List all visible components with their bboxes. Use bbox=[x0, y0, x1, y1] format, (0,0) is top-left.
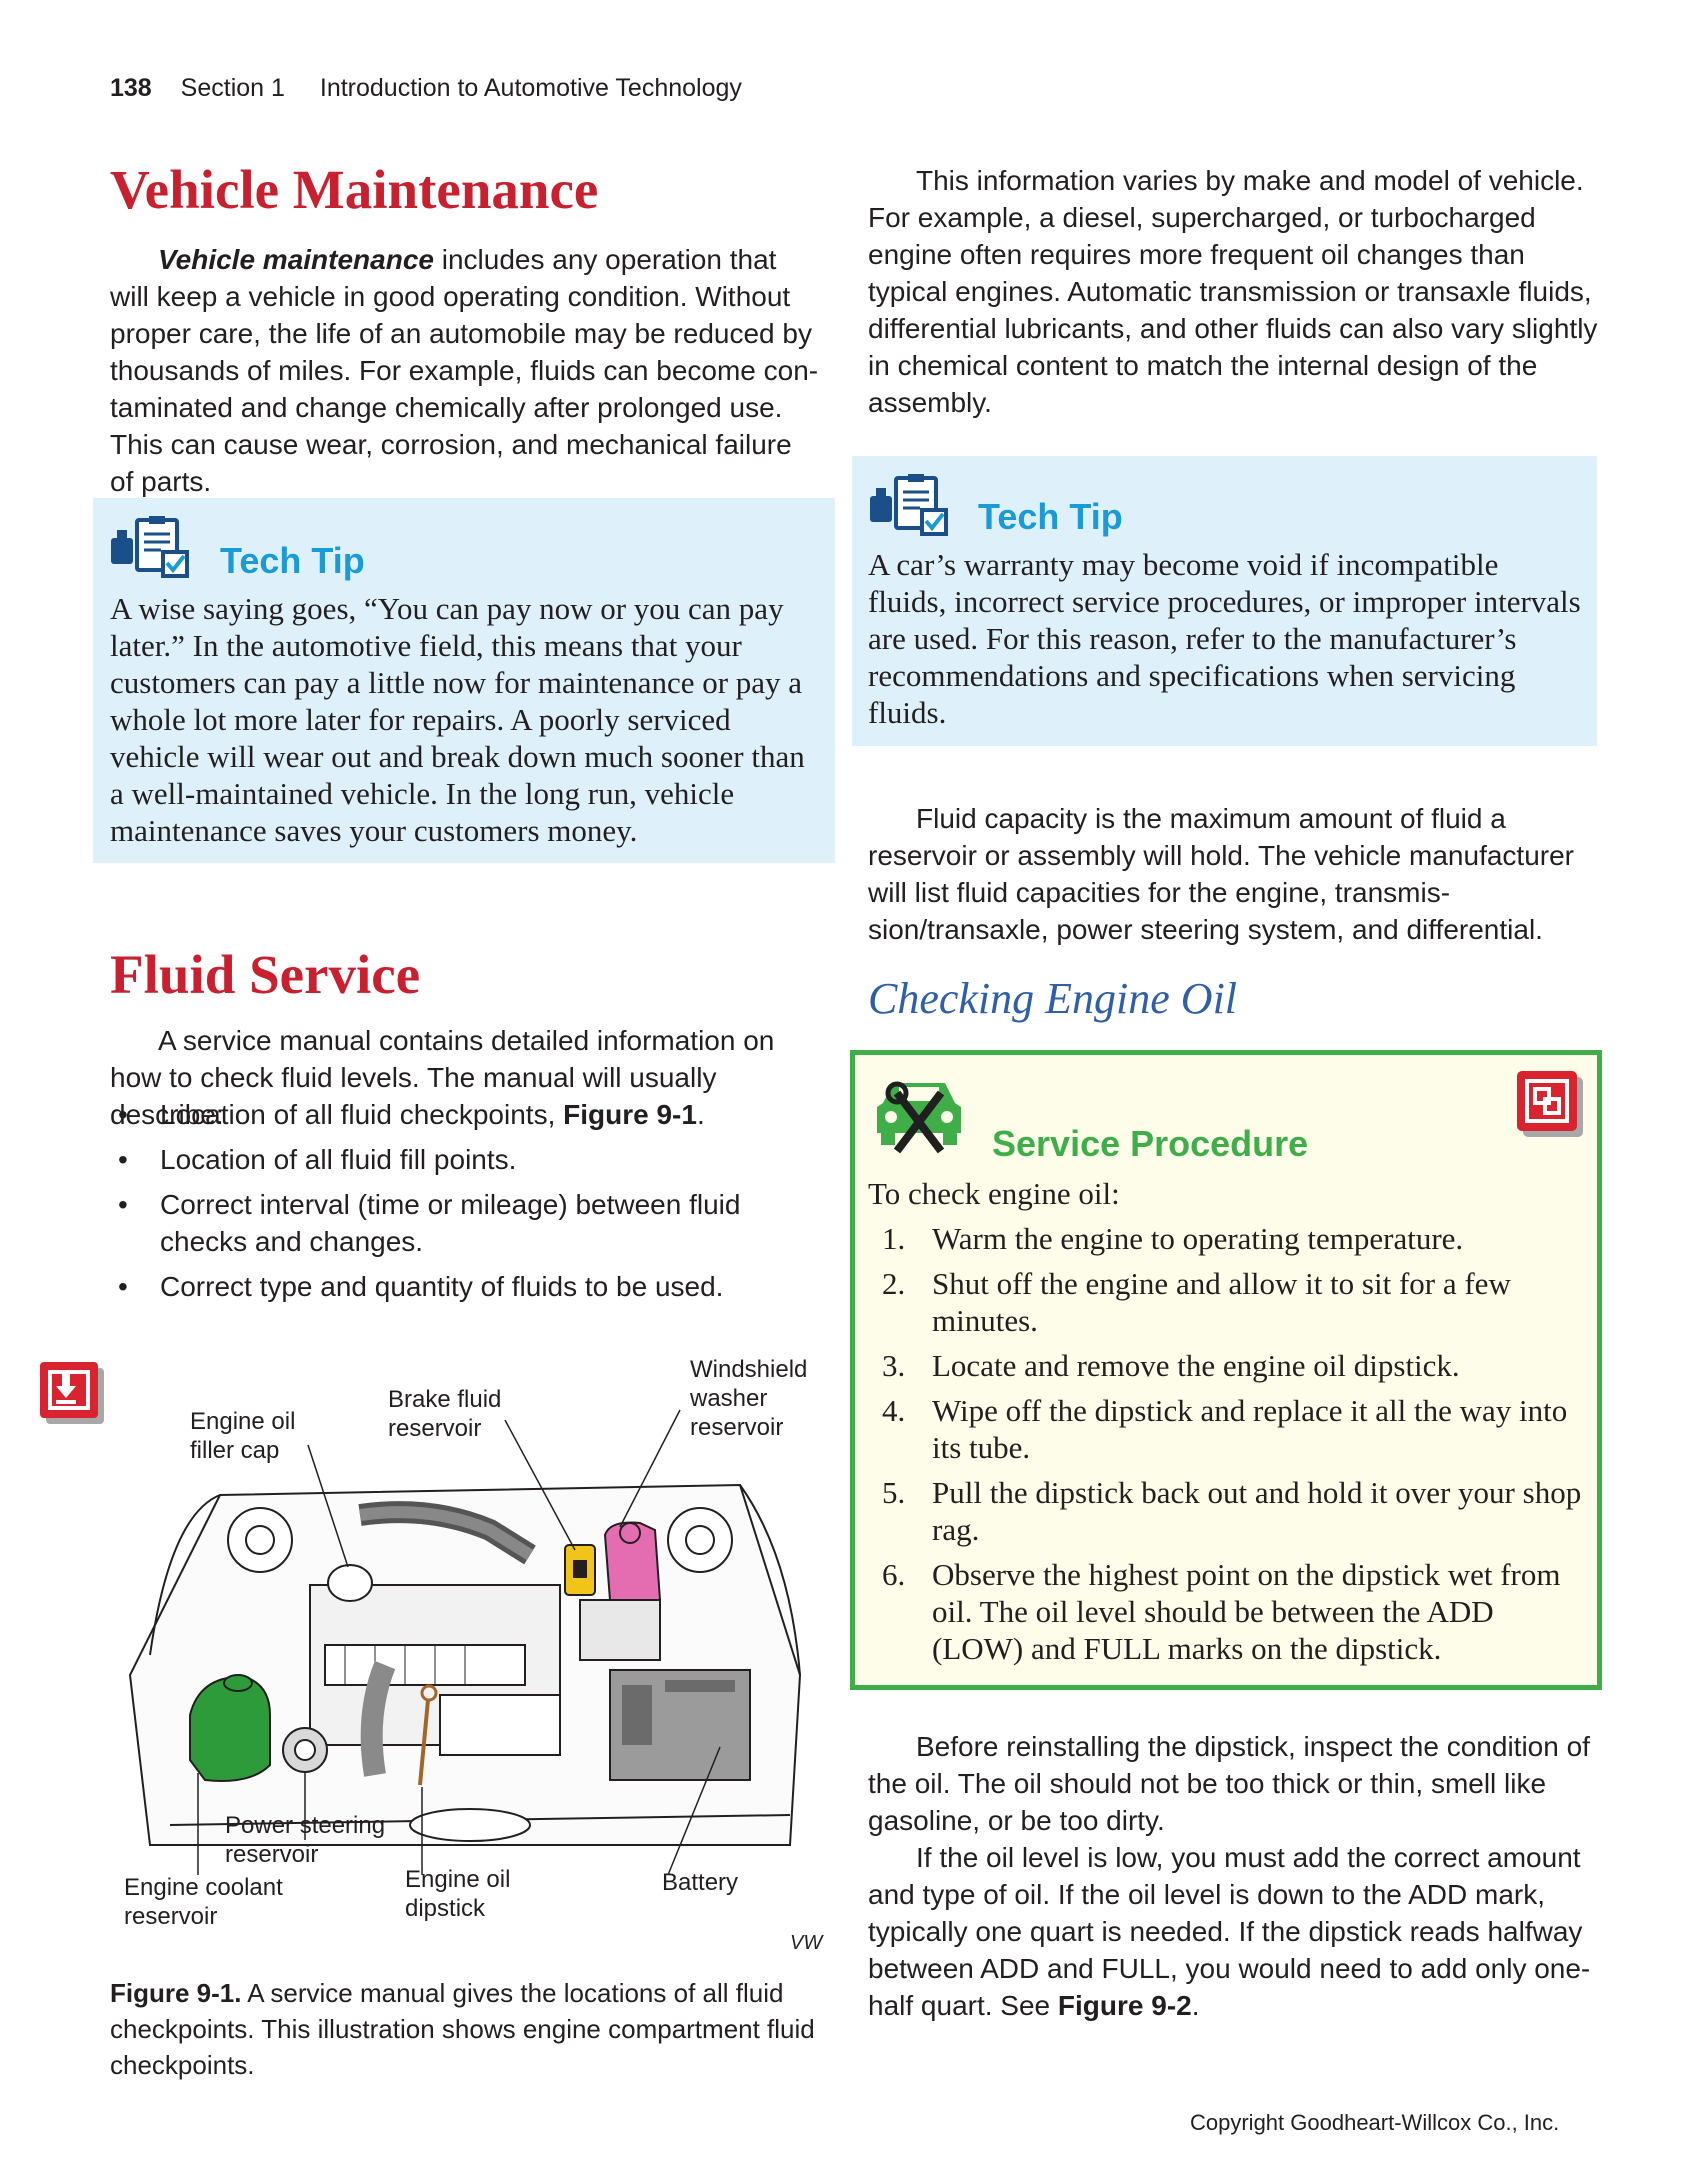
procedure-lead: To check engine oil: bbox=[868, 1176, 1120, 1211]
label-brake-fluid: Brake fluid reservoir bbox=[388, 1386, 502, 1442]
figure-reference[interactable]: Figure 9-2 bbox=[1057, 1990, 1192, 2021]
procedure-step: 5.Pull the dipstick back out and hold it… bbox=[882, 1475, 1582, 1547]
procedure-step: 1.Warm the engine to operating temperatu… bbox=[882, 1221, 1464, 1256]
bullet-list: Location of all fluid checkpoints, Figur… bbox=[110, 1096, 822, 1313]
label-coolant-reservoir: Engine coolant reservoir bbox=[124, 1874, 283, 1930]
list-item: Correct interval (time or mileage) betwe… bbox=[110, 1186, 822, 1260]
page-number: 138 bbox=[110, 74, 152, 102]
add-oil-paragraph: If the oil level is low, you must add th… bbox=[868, 1842, 1591, 2021]
chapter-title: Introduction to Automotive Technology bbox=[319, 74, 742, 102]
label-oil-filler-cap: Engine oil filler cap bbox=[190, 1408, 296, 1464]
tech-tip-body: A wise saying goes, “You can pay now or … bbox=[110, 591, 805, 848]
label-washer-reservoir: Windshield washer reservoir bbox=[690, 1356, 808, 1441]
fluid-capacity-paragraph: Fluid capacity is the maximum amount of … bbox=[868, 803, 1574, 945]
section-heading: Vehicle Maintenance bbox=[110, 159, 599, 220]
link-icon[interactable] bbox=[1515, 1069, 1587, 1146]
service-procedure-box: Service Procedure To check engine oil: 1… bbox=[850, 1050, 1602, 1690]
checklist-icon bbox=[868, 474, 950, 541]
tech-tip-box: Tech Tip A car’s warranty may become voi… bbox=[852, 456, 1597, 746]
tech-tip-box: Tech Tip A wise saying goes, “You can pa… bbox=[93, 498, 835, 863]
inspect-oil-paragraph: Before reinstalling the dipstick, inspec… bbox=[868, 1731, 1590, 1836]
procedure-step: 4.Wipe off the dipstick and replace it a… bbox=[882, 1393, 1568, 1465]
make-model-paragraph: This information varies by make and mode… bbox=[868, 165, 1598, 418]
copyright-notice: Copyright Goodheart-Willcox Co., Inc. bbox=[1190, 2110, 1560, 2135]
list-item: Location of all fluid fill points. bbox=[110, 1141, 822, 1178]
engine-compartment-illustration bbox=[128, 1409, 802, 1876]
figure-caption: Figure 9-1. A service manual gives the l… bbox=[110, 1978, 815, 2080]
tech-tip-title: Tech Tip bbox=[978, 496, 1123, 537]
figure-caption-label: Figure 9-1. bbox=[110, 1978, 242, 2008]
figure-9-1: Engine oil filler cap Brake fluid reserv… bbox=[110, 1355, 822, 1975]
procedure-step: 2.Shut off the engine and allow it to si… bbox=[882, 1266, 1511, 1338]
label-battery: Battery bbox=[662, 1869, 739, 1896]
subsection-heading: Checking Engine Oil bbox=[868, 974, 1238, 1023]
procedure-steps: 1.Warm the engine to operating temperatu… bbox=[868, 1220, 1583, 1675]
procedure-step: 3.Locate and remove the engine oil dipst… bbox=[882, 1348, 1460, 1383]
list-item: Correct type and quantity of fluids to b… bbox=[110, 1268, 822, 1305]
label-power-steering: Power steering reservoir bbox=[225, 1812, 386, 1868]
tech-tip-body: A car’s warranty may become void if inco… bbox=[868, 547, 1581, 730]
figure-credit: VW bbox=[790, 1932, 823, 1954]
procedure-step: 6.Observe the highest point on the dipst… bbox=[882, 1557, 1561, 1666]
tech-tip-title: Tech Tip bbox=[220, 540, 365, 581]
section-heading: Fluid Service bbox=[110, 944, 421, 1005]
vehicle-maintenance-paragraph: Vehicle maintenance includes any operati… bbox=[110, 244, 819, 497]
key-term: Vehicle maintenance bbox=[158, 244, 434, 275]
download-icon[interactable] bbox=[38, 1360, 106, 1431]
vehicle-maintenance-section: Vehicle Maintenance bbox=[110, 159, 822, 221]
label-oil-dipstick: Engine oil dipstick bbox=[405, 1866, 511, 1922]
running-header: 138 Section 1 Introduction to Automotive… bbox=[110, 74, 742, 103]
checklist-icon bbox=[109, 516, 191, 583]
car-wrench-icon bbox=[869, 1073, 969, 1164]
list-item: Location of all fluid checkpoints, Figur… bbox=[110, 1096, 822, 1133]
section-label: Section 1 bbox=[180, 74, 285, 102]
figure-reference[interactable]: Figure 9-1 bbox=[563, 1099, 697, 1130]
procedure-title: Service Procedure bbox=[992, 1123, 1309, 1164]
